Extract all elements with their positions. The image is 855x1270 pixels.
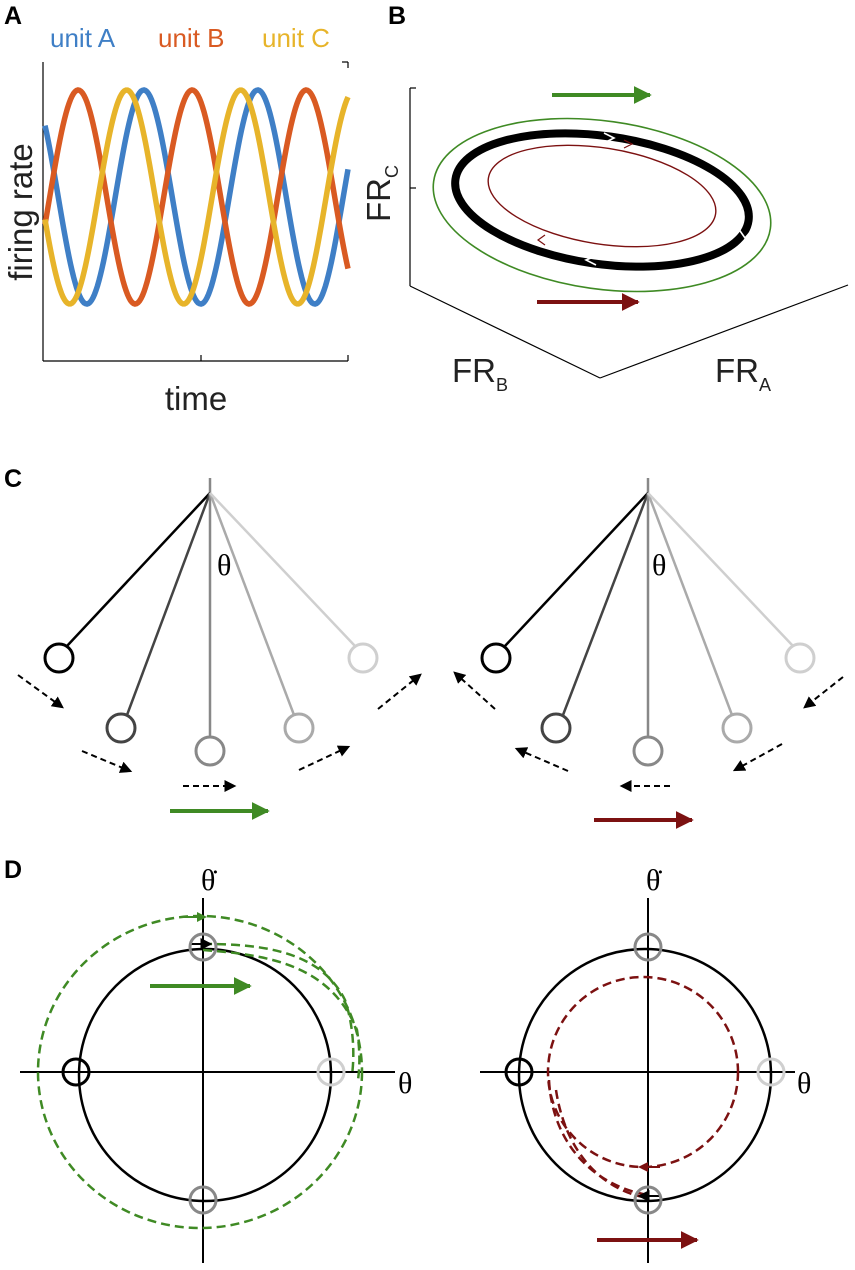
phase-thetadot-backward: θ̇ — [646, 864, 662, 897]
panel-label-c: C — [4, 465, 22, 493]
pendulum-forward: θ — [17, 478, 422, 820]
legend-unit-b: unit B — [158, 23, 225, 53]
panel-a-axes — [42, 61, 349, 362]
phase-theta-backward: θ — [797, 1067, 811, 1100]
panel-b-orbits — [432, 117, 772, 293]
panel-a-ylabel: firing rate — [2, 143, 39, 281]
unit-b-curve — [42, 87, 351, 307]
panel-label-a: A — [4, 2, 22, 30]
fr-a-main: FR — [715, 352, 759, 389]
fr-c-main: FR — [360, 178, 397, 222]
panel-a-xlabel: time — [165, 380, 227, 417]
svg-text:FRB: FRB — [452, 352, 508, 395]
theta-label-backward: θ — [652, 549, 666, 582]
svg-text:FRA: FRA — [715, 352, 771, 395]
legend-unit-c: unit C — [262, 23, 330, 53]
forward-orbit — [432, 117, 772, 293]
panel-b-y-label: FRB — [452, 352, 508, 395]
phase-portrait-backward: θ θ̇ — [480, 864, 811, 1263]
theta-label-forward: θ — [217, 549, 231, 582]
unit-c-curve — [42, 87, 351, 307]
svg-text:FRC: FRC — [360, 165, 402, 222]
fr-a-sub: A — [759, 375, 771, 395]
panel-a-curves — [42, 87, 351, 307]
panel-b-x-label: FRA — [715, 352, 771, 395]
unit-a-curve — [42, 87, 351, 307]
phase-thetadot-forward: θ̇ — [201, 864, 217, 897]
fr-b-main: FR — [452, 352, 496, 389]
phase-portrait-forward: θ θ̇ — [20, 864, 412, 1263]
panel-b-z-label: FRC — [360, 165, 402, 222]
fr-c-sub: C — [382, 165, 402, 178]
panel-label-b: B — [388, 2, 406, 30]
pendulum-backward: θ — [453, 478, 844, 829]
panel-label-d: D — [4, 856, 22, 884]
fr-b-sub: B — [496, 375, 508, 395]
phase-theta-forward: θ — [398, 1067, 412, 1100]
legend-unit-a: unit A — [50, 23, 116, 53]
panel-b-axes — [409, 87, 849, 379]
backward-orbit — [487, 144, 717, 248]
panel-a-legend: unit A unit B unit C — [50, 23, 330, 53]
